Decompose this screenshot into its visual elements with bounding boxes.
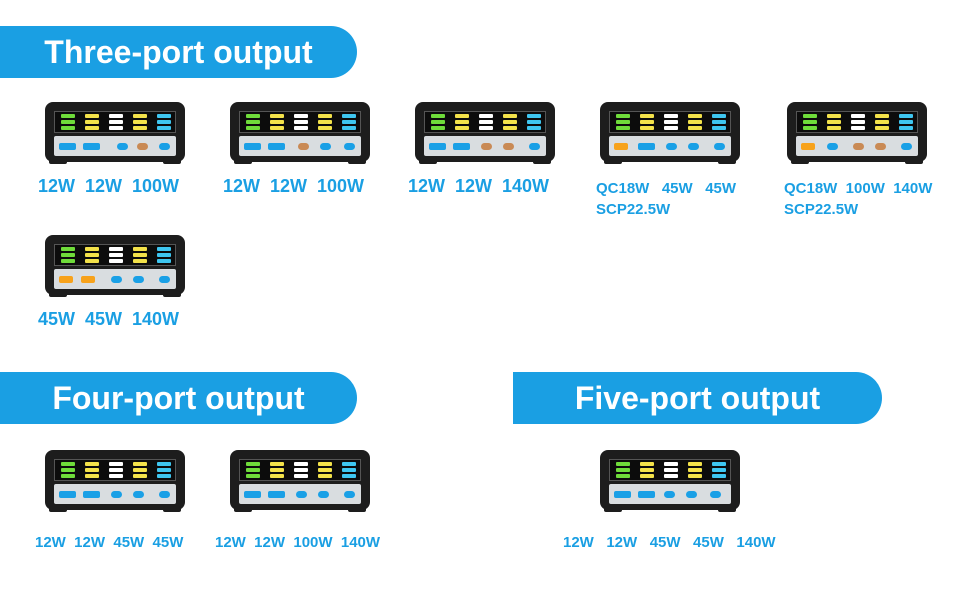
- product-caption-4b: SCP22.5W: [596, 201, 671, 218]
- product-caption-5: QC18W 100W 140W: [784, 180, 933, 197]
- product-image-5: [787, 102, 927, 164]
- five-port-banner: Five-port output: [513, 372, 882, 424]
- four-port-banner: Four-port output: [0, 372, 357, 424]
- product-caption-2: 12W 12W 100W: [223, 176, 365, 196]
- product-caption-3: 12W 12W 140W: [408, 176, 550, 196]
- product-image-8: [230, 450, 370, 512]
- product-caption-9: 12W 12W 45W 45W 140W: [563, 534, 776, 551]
- product-image-4: [600, 102, 740, 164]
- product-image-7: [45, 450, 185, 512]
- display-screen: [54, 111, 176, 133]
- product-caption-4: QC18W 45W 45W: [596, 180, 737, 197]
- product-caption-8: 12W 12W 100W 140W: [215, 534, 381, 551]
- product-caption-1: 12W 12W 100W: [38, 176, 180, 196]
- product-image-6: [45, 235, 185, 297]
- product-image-2: [230, 102, 370, 164]
- four-port-title: Four-port output: [52, 379, 305, 416]
- product-image-9: [600, 450, 740, 512]
- three-port-banner: Three-port output: [0, 26, 357, 78]
- product-image-3: [415, 102, 555, 164]
- three-port-title: Three-port output: [44, 33, 313, 70]
- five-port-title: Five-port output: [574, 379, 821, 416]
- product-caption-5b: SCP22.5W: [784, 201, 859, 218]
- product-caption-7: 12W 12W 45W 45W: [35, 534, 184, 551]
- product-caption-6: 45W 45W 140W: [38, 309, 180, 329]
- product-image-1: [45, 102, 185, 164]
